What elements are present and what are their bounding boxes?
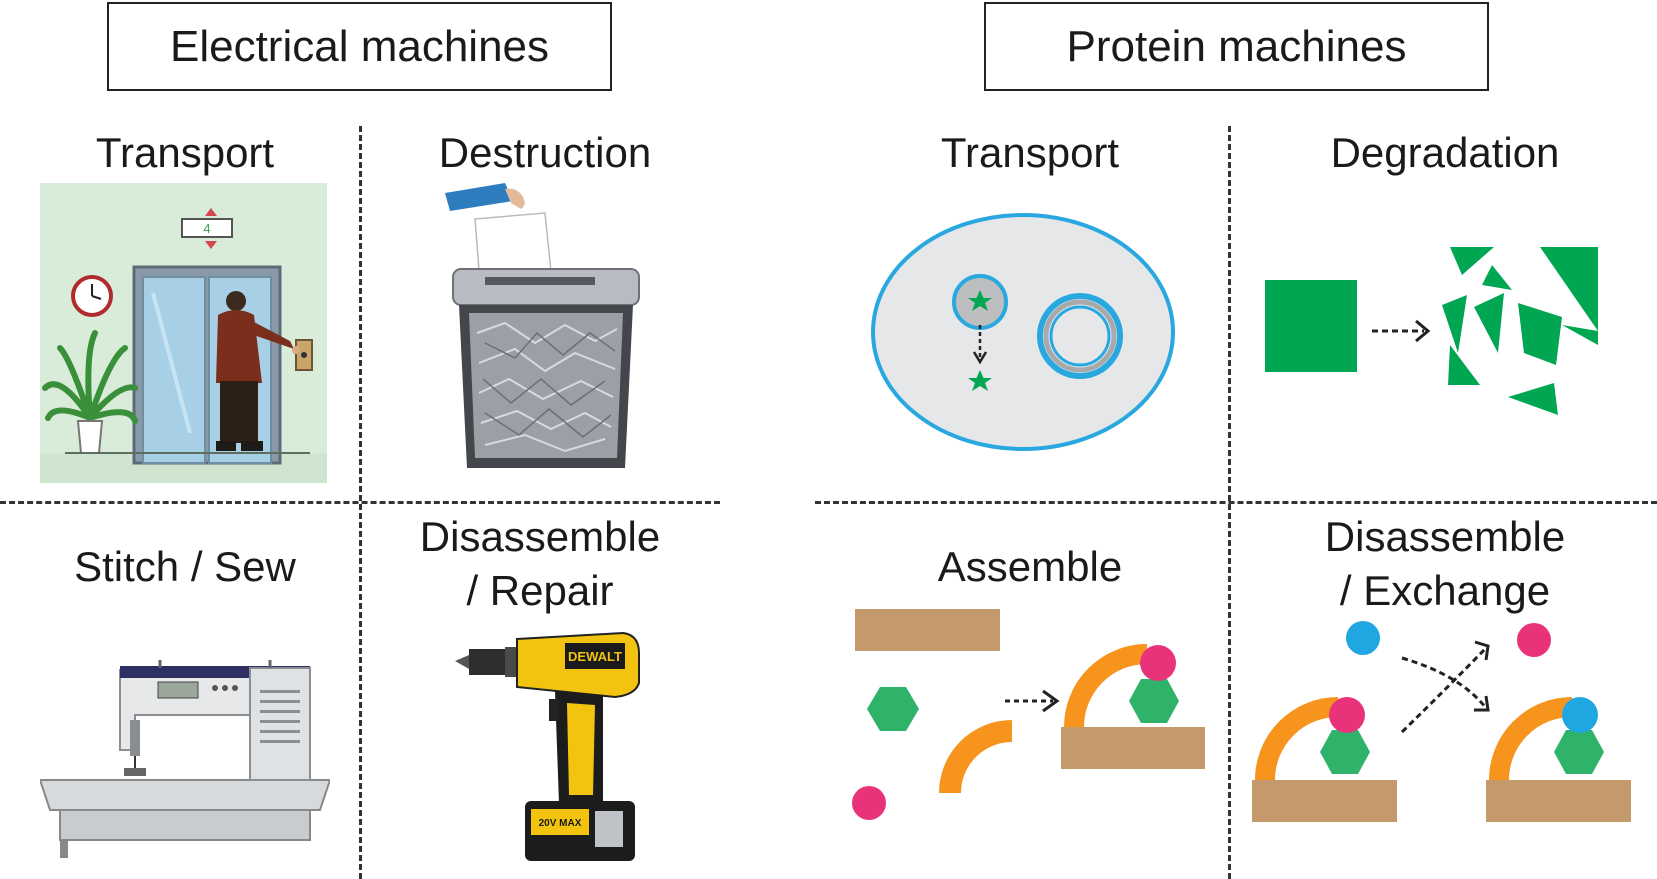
sewing-machine-illustration (40, 660, 330, 858)
protein-transport-illustration (871, 213, 1175, 451)
clock-icon (71, 275, 113, 317)
arc-subunit (939, 720, 1013, 794)
electrical-machines-title-text: Electrical machines (169, 21, 550, 71)
protein-machines-title-text: Protein machines (1066, 21, 1407, 71)
label-stitch-sew: Stitch / Sew (74, 543, 296, 590)
organelle-ring-outer (1037, 293, 1123, 379)
protein-machines-title: Protein machines (984, 2, 1489, 91)
exchange-arrows (1400, 646, 1488, 734)
cargo-star-in-vesicle (968, 290, 992, 311)
label-assemble: Assemble (937, 543, 1123, 590)
degraded-fragments (1442, 247, 1598, 415)
label-transport-protein: Transport (940, 129, 1120, 176)
svg-text:DEWALT: DEWALT (568, 649, 622, 664)
label-disassemble-exchange-2: / Exchange (1339, 567, 1551, 614)
label-degradation: Degradation (1330, 129, 1560, 176)
potted-plant (42, 330, 138, 454)
svg-text:20V MAX: 20V MAX (539, 818, 582, 829)
free-blue-subunit (1346, 621, 1380, 655)
electrical-machines-title: Electrical machines (107, 2, 612, 91)
exchange-illustration (1252, 621, 1631, 822)
scaffold-bar (855, 609, 1000, 651)
pink-subunit (852, 786, 886, 820)
elevator-illustration: 4 (40, 183, 327, 483)
man-figure (216, 291, 300, 451)
complex-before (1252, 697, 1397, 822)
label-transport-electrical: Transport (95, 129, 275, 176)
floor-indicator: 4 (181, 208, 233, 249)
label-disassemble-repair-2: / Repair (466, 567, 614, 614)
organelle-ring-inner (1043, 299, 1117, 373)
cordless-drill-illustration: DEWALT 20V MAX (455, 631, 640, 861)
assemble-illustration (852, 609, 1205, 820)
svg-text:4: 4 (203, 221, 210, 236)
paper-shredder-illustration (445, 183, 640, 468)
cargo-star-released (968, 370, 992, 391)
left-horizontal-divider (0, 501, 720, 504)
right-horizontal-divider (815, 501, 1657, 504)
intact-protein-square (1265, 280, 1357, 372)
cell-membrane (871, 213, 1175, 451)
label-disassemble-exchange-1: Disassemble (1324, 513, 1566, 560)
free-pink-subunit (1517, 623, 1551, 657)
degradation-illustration (1265, 247, 1598, 415)
label-disassemble-repair-1: Disassemble (419, 513, 661, 560)
assembled-complex (1061, 644, 1205, 769)
complex-after (1486, 697, 1631, 822)
label-destruction: Destruction (438, 129, 652, 176)
hexagon-subunit (867, 687, 919, 731)
